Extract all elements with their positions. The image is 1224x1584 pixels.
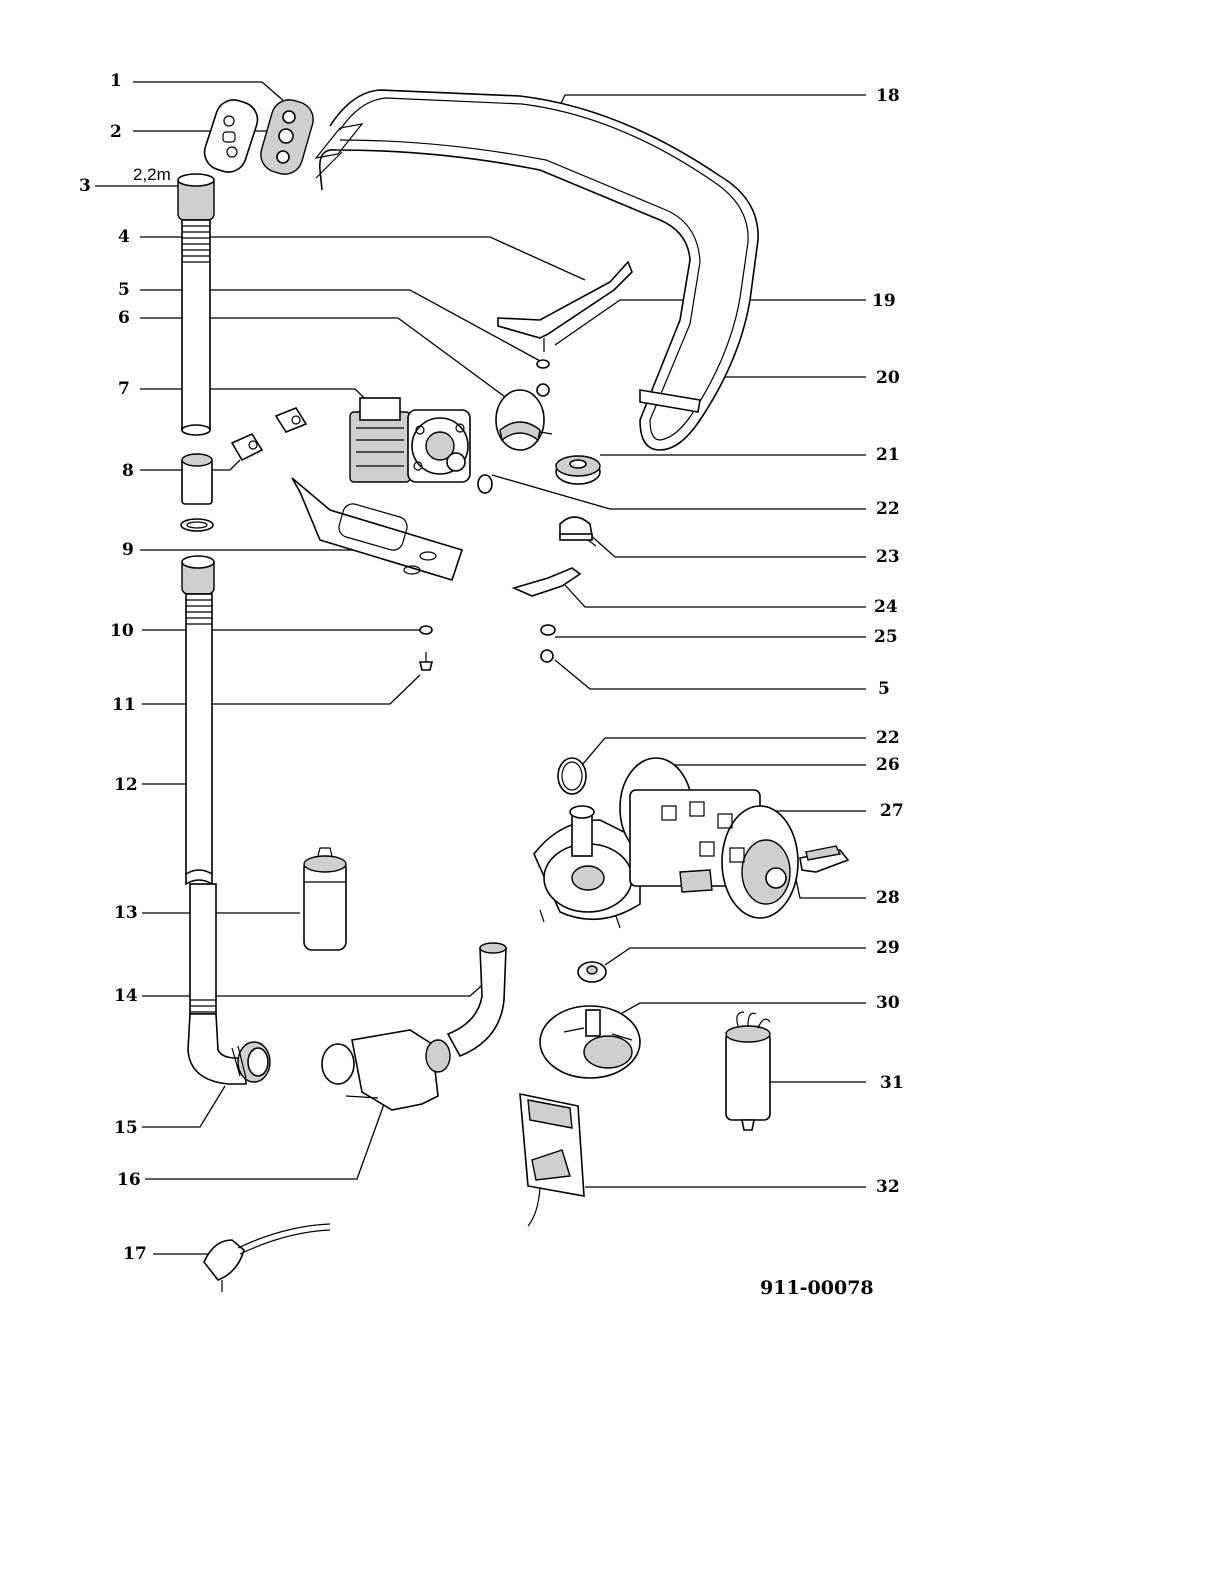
- part-26-pump-housing: [533, 805, 641, 929]
- part-8-sleeve: [180, 407, 308, 532]
- callout-10: 10: [110, 621, 134, 641]
- parts: [177, 89, 850, 1292]
- callout-29: 29: [876, 938, 900, 958]
- part-17-cable-plug: [203, 1223, 331, 1292]
- part-19-bracket-arm: [497, 260, 633, 352]
- part-21-grommet: [555, 455, 601, 485]
- part-16-housing: [321, 1029, 451, 1111]
- part-30-impeller-plate: [539, 1005, 641, 1079]
- part-7-pressure-switch: [349, 397, 471, 483]
- part-22-oring-lower: [557, 757, 587, 795]
- part-6-cover: [495, 389, 553, 451]
- hose-length-label: 2,2m: [133, 165, 171, 184]
- part-12-drain-hose: [181, 555, 217, 1015]
- part-9-bracket: [291, 477, 464, 581]
- part-25-washer: [540, 624, 556, 636]
- callout-1: 1: [110, 71, 122, 91]
- callout-23: 23: [876, 547, 900, 567]
- callout-25: 25: [874, 627, 898, 647]
- callout-28: 28: [876, 888, 900, 908]
- callout-31: 31: [880, 1073, 904, 1093]
- callout-24: 24: [874, 597, 898, 617]
- part-14-curved-hose: [446, 942, 507, 1058]
- part-18-heating-element: [314, 89, 759, 451]
- callout-32: 32: [876, 1177, 900, 1197]
- callout-13: 13: [114, 903, 138, 923]
- callout-11: 11: [112, 695, 136, 715]
- callout-3: 3: [79, 176, 91, 196]
- callout-7: 7: [118, 379, 130, 399]
- part-27-motor: [619, 757, 799, 919]
- callout-22-lower: 22: [876, 728, 900, 748]
- callout-27: 27: [880, 801, 904, 821]
- callout-12: 12: [114, 775, 138, 795]
- part-11-screw: [418, 652, 434, 671]
- callout-labels: 2,2m 1 2 3 4 5 6 7 8 9 10 11 12 13 14 15…: [79, 71, 904, 1299]
- callout-22: 22: [876, 499, 900, 519]
- callout-18: 18: [876, 86, 900, 106]
- part-5-nut-lower: [540, 649, 554, 663]
- callout-6: 6: [118, 308, 130, 328]
- callout-16: 16: [117, 1170, 141, 1190]
- callout-8: 8: [122, 461, 134, 481]
- callout-15: 15: [114, 1118, 138, 1138]
- callout-19: 19: [872, 291, 896, 311]
- callout-9: 9: [122, 540, 134, 560]
- callout-20: 20: [876, 368, 900, 388]
- callout-2: 2: [110, 122, 122, 142]
- part-22-oring-upper: [477, 474, 493, 494]
- part-15-hose-elbow: [187, 1013, 271, 1085]
- part-3-inlet-hose: [177, 173, 215, 436]
- part-13-cartridge: [303, 847, 347, 951]
- part-10-washer: [419, 625, 433, 635]
- part-24-clip: [511, 567, 582, 597]
- drawing-number: 911-00078: [760, 1277, 874, 1299]
- callout-5-lower: 5: [878, 679, 890, 699]
- part-31-capacitor: [725, 1011, 771, 1131]
- part-32-electronic-module: [519, 1092, 585, 1227]
- callout-5: 5: [118, 280, 130, 300]
- callout-21: 21: [876, 445, 900, 465]
- callout-17: 17: [123, 1244, 147, 1264]
- callout-4: 4: [118, 227, 130, 247]
- part-23-thermostat: [559, 516, 597, 547]
- callout-14: 14: [114, 986, 138, 1006]
- part-29-washer: [577, 961, 607, 983]
- callout-26: 26: [876, 755, 900, 775]
- part-5-nut-upper: [536, 359, 550, 397]
- part-1-2-mounting-plates: [203, 99, 314, 175]
- part-28-clip: [799, 845, 850, 873]
- callout-30: 30: [876, 993, 900, 1013]
